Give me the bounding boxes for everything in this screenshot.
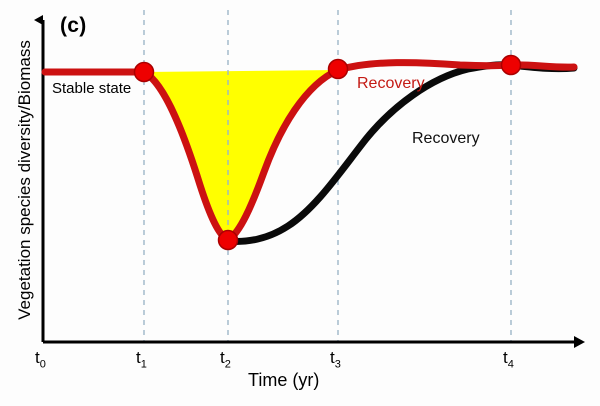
tick-subscript: 4 [507,358,514,371]
stable-state-label: Stable state [52,80,132,97]
tick-subscript: 0 [39,358,46,371]
tick-base: t [35,348,40,367]
tick-subscript: 1 [140,358,147,371]
panel-label: (c) [60,14,87,37]
tick-subscript: 3 [334,358,341,371]
data-point-markers [133,54,522,251]
x-tick-label-t4: t4 [503,348,514,370]
x-tick-label-t2: t2 [220,348,231,370]
marker-t4 [500,54,522,76]
marker-t1 [133,61,155,83]
x-axis-title: Time (yr) [248,370,320,390]
y-axis-title: Vegetation species diversity/Biomass [15,40,34,320]
recovery-label-black: Recovery [412,130,480,147]
tick-base: t [220,348,225,367]
tick-subscript: 2 [224,358,231,371]
curve-recovery-red [41,59,578,244]
recovery-label-red: Recovery [357,75,425,92]
tick-base: t [503,348,508,367]
marker-t2 [217,229,239,251]
x-tick-label-t1: t1 [136,348,147,370]
x-tick-label-t0: t0 [35,348,46,370]
x-tick-label-t3: t3 [330,348,341,370]
tick-base: t [136,348,141,367]
marker-t3 [327,58,349,80]
tick-base: t [330,348,335,367]
